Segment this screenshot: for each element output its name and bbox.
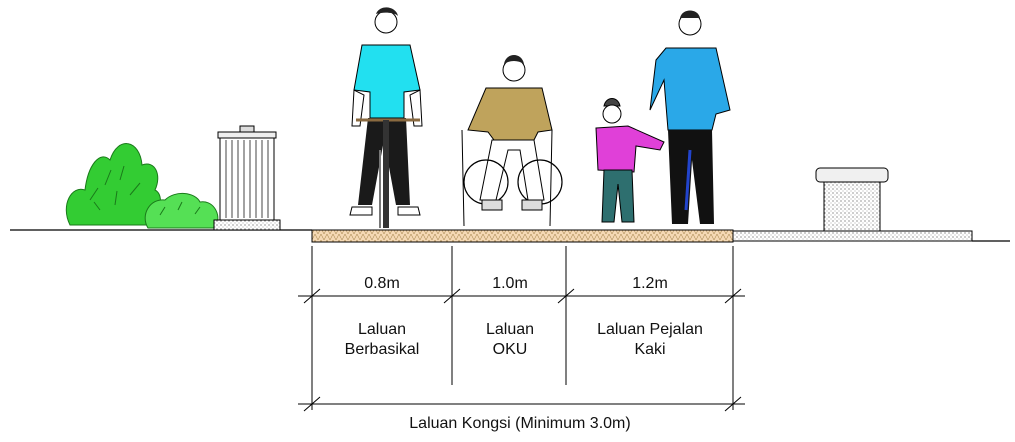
shared-path-total-label: Laluan Kongsi (Minimum 3.0m): [409, 415, 631, 432]
lane-name-oku-line1: Laluan: [485, 321, 535, 338]
kerb-slab: [732, 230, 973, 242]
lane-name-cycling-line2: Berbasikal: [344, 341, 420, 358]
lane-width-pedestrian: 1.2m: [632, 275, 668, 292]
shared-path-slab: [311, 229, 734, 243]
lane-name-pedestrian-line1: Laluan Pejalan: [597, 321, 703, 338]
child-figure-icon: [595, 98, 665, 223]
lane-name-cycling-line1: Laluan: [357, 321, 407, 338]
cyclist-figure-icon: [349, 7, 423, 228]
lane-name-pedestrian-line2: Kaki: [634, 341, 666, 358]
lane-dimensions: [298, 246, 745, 412]
lane-width-cycling: 0.8m: [364, 275, 400, 292]
trash-bin-icon: [213, 125, 281, 231]
adult-pedestrian-figure-icon: [649, 10, 731, 224]
shrub-icon: [65, 143, 219, 229]
wheelchair-user-figure-icon: [461, 55, 563, 227]
lane-name-oku-line2: OKU: [492, 341, 528, 358]
lane-width-oku: 1.0m: [492, 275, 528, 292]
bollard-icon: [815, 167, 889, 232]
